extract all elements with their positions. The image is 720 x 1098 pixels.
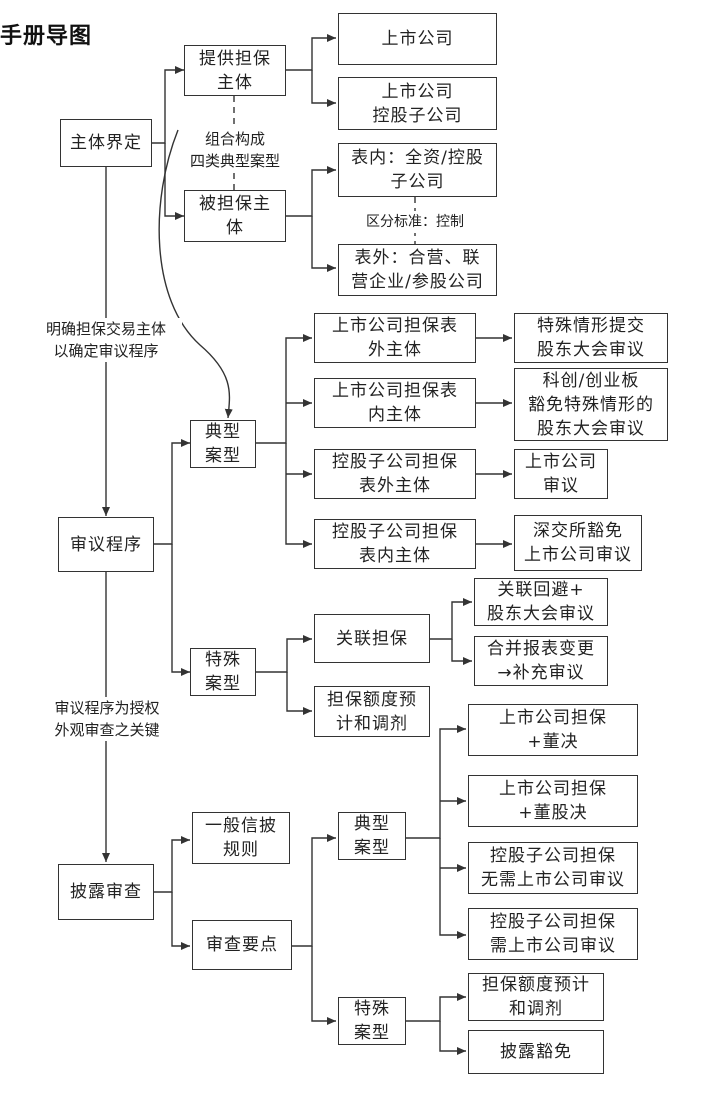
node-special-cases-1: 特殊 案型 bbox=[190, 648, 256, 696]
node-subject-definition: 主体界定 bbox=[60, 119, 152, 167]
node-disclosure-review: 披露审查 bbox=[58, 864, 154, 920]
node-guaranteed: 被担保主 体 bbox=[184, 190, 286, 242]
node-consolidation-change: 合并报表变更 →补充审议 bbox=[474, 636, 608, 686]
node-sub-listed-review: 控股子公司担保 需上市公司审议 bbox=[468, 908, 638, 960]
node-recusal-review: 关联回避+ 股东大会审议 bbox=[474, 578, 608, 626]
page-title: 手册导图 bbox=[0, 24, 93, 49]
node-listed-board: 上市公司担保 +董决 bbox=[468, 704, 638, 756]
node-sub-off-balance: 控股子公司担保 表外主体 bbox=[314, 449, 476, 499]
label-criterion: 区分标准：控制 bbox=[352, 211, 478, 233]
node-general-disclosure-rules: 一般信披 规则 bbox=[192, 812, 290, 864]
label-combination: 组合构成 四类典型案型 bbox=[180, 128, 290, 172]
node-review-points: 审查要点 bbox=[192, 920, 292, 970]
node-typical-cases-2: 典型 案型 bbox=[338, 812, 406, 860]
node-result-star-market-exemption: 科创/创业板 豁免特殊情形的 股东大会审议 bbox=[514, 368, 668, 441]
node-off-balance: 表外：合营、联 营企业/参股公司 bbox=[338, 244, 497, 296]
node-on-balance: 表内：全资/控股 子公司 bbox=[338, 143, 497, 197]
node-sub-no-listed-review: 控股子公司担保 无需上市公司审议 bbox=[468, 842, 638, 894]
node-typical-cases-1: 典型 案型 bbox=[190, 420, 256, 468]
node-listed-subsidiary: 上市公司 控股子公司 bbox=[338, 77, 497, 130]
node-sub-on-balance: 控股子公司担保 表内主体 bbox=[314, 519, 476, 569]
node-listed-company: 上市公司 bbox=[338, 13, 497, 65]
node-quota-estimate-2: 担保额度预计 和调剂 bbox=[468, 973, 604, 1021]
node-quota-estimate: 担保额度预 计和调剂 bbox=[314, 686, 430, 737]
node-result-shareholder-review: 特殊情形提交 股东大会审议 bbox=[514, 313, 668, 363]
label-clarify-parties: 明确担保交易主体 以确定审议程序 bbox=[30, 318, 182, 362]
node-disclosure-exemption: 披露豁免 bbox=[468, 1030, 604, 1074]
node-related-guarantee: 关联担保 bbox=[314, 614, 430, 663]
label-key-to-review: 审议程序为授权 外观审查之关键 bbox=[36, 697, 178, 741]
node-special-cases-2: 特殊 案型 bbox=[338, 997, 406, 1045]
node-listed-board-shareholder: 上市公司担保 +董股决 bbox=[468, 775, 638, 827]
node-review-procedure: 审议程序 bbox=[58, 517, 154, 572]
node-listed-on-balance: 上市公司担保表 内主体 bbox=[314, 378, 476, 428]
node-result-listed-review: 上市公司 审议 bbox=[514, 449, 608, 499]
node-listed-off-balance: 上市公司担保表 外主体 bbox=[314, 313, 476, 363]
node-guarantor: 提供担保 主体 bbox=[184, 45, 286, 96]
node-result-szse-exemption: 深交所豁免 上市公司审议 bbox=[514, 515, 642, 571]
